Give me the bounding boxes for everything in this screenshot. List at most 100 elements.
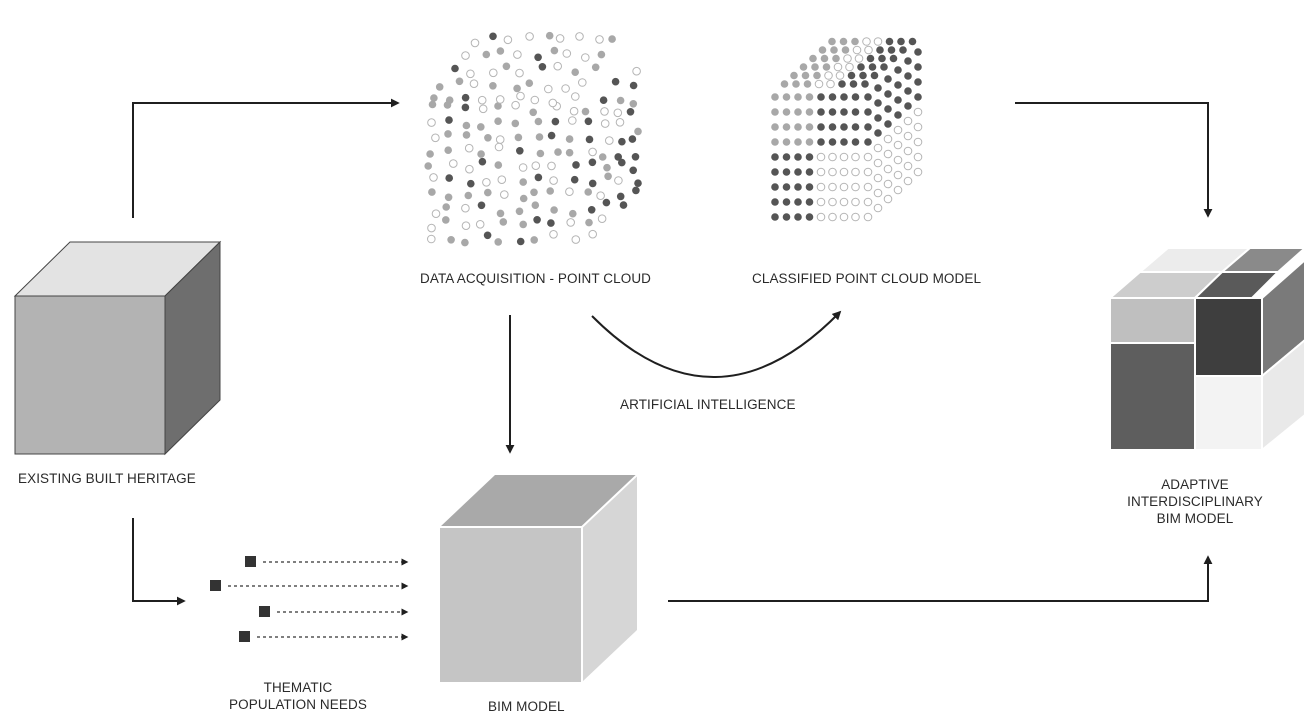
- cloud-point: [851, 212, 860, 222]
- cloud-point: [904, 87, 912, 95]
- cloud-point: [904, 102, 912, 110]
- arrow-heritage-to-needs: [132, 518, 186, 606]
- cloud-point: [851, 152, 860, 162]
- cloud-point: [897, 37, 905, 46]
- cloud-point: [632, 66, 641, 76]
- cloud-point: [794, 138, 802, 146]
- cloud-point: [828, 212, 837, 222]
- cloud-point: [809, 54, 817, 63]
- cloud-point: [771, 123, 779, 131]
- cloud-point: [840, 138, 848, 146]
- cloud-point: [801, 71, 810, 80]
- cloud-point: [569, 209, 577, 218]
- cloud-point: [811, 63, 819, 71]
- cloud-point: [632, 186, 640, 195]
- label-thematic-line1: THEMATIC: [263, 680, 333, 695]
- cloud-point: [451, 64, 459, 73]
- cloud-point: [525, 79, 534, 87]
- cloud-point: [822, 63, 831, 71]
- cloud-point: [832, 54, 840, 63]
- cloud-point: [876, 46, 884, 54]
- cloud-point: [873, 173, 883, 183]
- cloud-point: [903, 161, 913, 171]
- cloud-point: [817, 108, 825, 116]
- cloud-point: [828, 182, 837, 192]
- cloud-point: [477, 123, 485, 131]
- cloud-point: [538, 63, 547, 71]
- cloud-point: [839, 182, 849, 192]
- cloud-point: [614, 176, 623, 185]
- cloud-point: [611, 77, 620, 86]
- cloud-point: [868, 63, 877, 71]
- cloud-point: [805, 153, 814, 161]
- cloud-point: [816, 167, 826, 177]
- cloud-point: [570, 175, 579, 184]
- cloud-point: [631, 153, 640, 161]
- cloud-point: [903, 146, 913, 156]
- cloud-point: [903, 116, 913, 126]
- cloud-point: [851, 138, 860, 146]
- cloud-point: [469, 79, 479, 88]
- cloud-point: [782, 198, 791, 206]
- cloud-point: [581, 107, 590, 116]
- cloud-point: [599, 96, 608, 104]
- cloud-point: [873, 37, 883, 46]
- cloud-point: [470, 38, 480, 48]
- cloud-point: [771, 108, 779, 116]
- cloud-point: [465, 164, 474, 174]
- cloud-point: [478, 157, 487, 166]
- cloud-point: [588, 158, 597, 167]
- cloud-point: [547, 131, 556, 140]
- cloud-point: [771, 138, 779, 146]
- cloud-point: [828, 197, 837, 207]
- label-adaptive-line1: ADAPTIVE: [1161, 477, 1229, 492]
- cloud-point: [873, 143, 883, 153]
- need-square-3: [259, 606, 270, 617]
- cloud-point: [861, 80, 869, 88]
- cloud-point: [845, 62, 854, 72]
- cloud-point: [615, 118, 625, 127]
- cloud-point: [814, 79, 824, 89]
- cloud-point: [534, 173, 543, 182]
- cloud-point: [878, 54, 886, 63]
- cloud-point: [619, 201, 628, 209]
- cloud-point: [817, 123, 825, 131]
- cloud-point: [466, 69, 475, 79]
- cloud-point: [572, 161, 580, 169]
- cloud-point: [851, 123, 860, 131]
- cloud-point: [874, 114, 882, 122]
- cloud-point: [626, 108, 635, 116]
- cloud-point: [445, 116, 453, 124]
- cloud-point: [514, 133, 523, 142]
- cloud-point: [908, 37, 917, 46]
- cloud-point: [477, 95, 487, 105]
- cloud-point: [838, 80, 846, 88]
- cloud-point: [502, 62, 511, 71]
- cloud-point: [840, 108, 848, 116]
- cloud-point: [913, 107, 923, 117]
- cloud-point: [484, 188, 492, 197]
- cloud-point: [445, 96, 454, 104]
- cloud-point: [575, 32, 584, 41]
- cloud-point: [496, 209, 505, 218]
- cloud-point: [883, 149, 893, 159]
- cloud-point: [839, 212, 849, 222]
- cloud-point: [591, 63, 600, 72]
- raw-point-cloud: [424, 31, 642, 247]
- cloud-point: [873, 158, 883, 168]
- cloud-point: [794, 213, 802, 221]
- cloud-point: [828, 167, 837, 177]
- cloud-point: [444, 193, 453, 202]
- cloud-point: [771, 213, 779, 221]
- cloud-point: [513, 84, 521, 93]
- cloud-point: [513, 50, 522, 59]
- cloud-point: [794, 93, 802, 101]
- cloud-point: [864, 93, 872, 101]
- cloud-point: [816, 197, 826, 207]
- cloud-point: [461, 51, 470, 60]
- cloud-point: [600, 119, 610, 128]
- cloud-point: [794, 108, 802, 116]
- cloud-point: [904, 72, 912, 80]
- cloud-point: [500, 190, 509, 199]
- cloud-point: [884, 75, 892, 83]
